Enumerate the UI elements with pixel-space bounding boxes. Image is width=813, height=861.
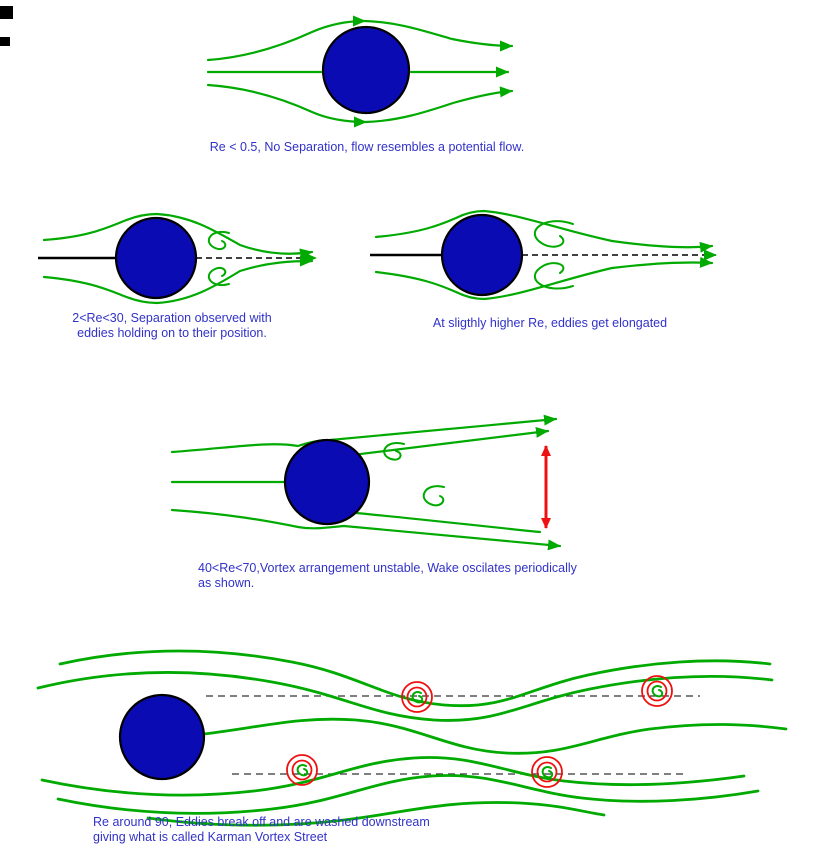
streamline [170, 508, 562, 551]
eddy-curl [383, 442, 405, 461]
caption-text: Re < 0.5, No Separation, flow resembles … [209, 140, 525, 154]
streamline [58, 649, 772, 708]
caption-karman-street: Re around 90, Eddies break off and are w… [93, 815, 693, 845]
vortex-marker [531, 756, 563, 788]
streamline [202, 717, 788, 755]
cylinder [114, 216, 198, 300]
streamline [363, 19, 514, 52]
vortex-outer-ring [531, 756, 563, 788]
eddy-curl [422, 485, 445, 507]
vortex-outer-ring [401, 681, 433, 713]
streamline [170, 414, 558, 454]
panel-elongated-eddies [370, 209, 717, 301]
caption-text: as shown. [198, 575, 255, 590]
vortex-inner-ring [536, 761, 558, 783]
eddy-curl [296, 764, 309, 777]
vortex-marker [286, 754, 318, 786]
streamline [206, 83, 368, 128]
eddy-curl [207, 266, 230, 287]
cylinder [118, 693, 206, 781]
vortex-outer-ring [641, 675, 673, 707]
streamline [206, 15, 367, 62]
eddy-curl [533, 262, 574, 290]
scan-artifact [0, 37, 10, 46]
caption-text: At sligthly higher Re, eddies get elonga… [432, 316, 668, 330]
caption-elongated-eddies: At sligthly higher Re, eddies get elonga… [372, 316, 728, 331]
caption-text: Re around 90, Eddies break off and are w… [93, 815, 430, 829]
eddy-curl [207, 230, 230, 251]
streamline [354, 511, 542, 534]
caption-text: 2<Re<30, Separation observed with [72, 311, 272, 325]
vortex-inner-ring [406, 686, 428, 708]
caption-unstable-wake: 40<Re<70,Vortex arrangement unstable, Wa… [198, 561, 778, 591]
streamline [374, 256, 714, 301]
panel-karman-street [36, 649, 788, 827]
panel-unstable-wake [170, 414, 562, 551]
streamline [56, 774, 760, 815]
caption-text: 40<Re<70,Vortex arrangement unstable, Wa… [198, 561, 577, 575]
caption-text: giving what is called Karman Vortex Stre… [93, 829, 328, 844]
caption-text: eddies holding on to their position. [77, 325, 267, 340]
streamline [350, 426, 550, 457]
eddy-curl [411, 691, 424, 704]
eddy-curl [651, 685, 664, 698]
streamline [42, 212, 314, 260]
streamline [146, 801, 606, 827]
streamline [374, 209, 714, 253]
vortex-inner-ring [291, 759, 313, 781]
cylinder [283, 438, 371, 526]
caption-attached-eddies: 2<Re<30, Separation observed with eddies… [22, 311, 322, 341]
vortex-outer-ring [286, 754, 318, 786]
vortex-inner-ring [646, 680, 668, 702]
scan-artifact [0, 6, 13, 19]
panel-potential-flow [206, 15, 514, 128]
streamline [364, 86, 514, 124]
vortex-marker [641, 675, 673, 707]
caption-potential-flow: Re < 0.5, No Separation, flow resembles … [117, 140, 617, 155]
cylinder [321, 25, 411, 115]
streamline [42, 255, 314, 305]
eddy-curl [533, 220, 574, 248]
panel-attached-eddies [38, 212, 317, 305]
vortex-marker [401, 681, 433, 713]
cylinder [440, 213, 524, 297]
eddy-curl [541, 766, 554, 779]
streamline [40, 756, 746, 797]
